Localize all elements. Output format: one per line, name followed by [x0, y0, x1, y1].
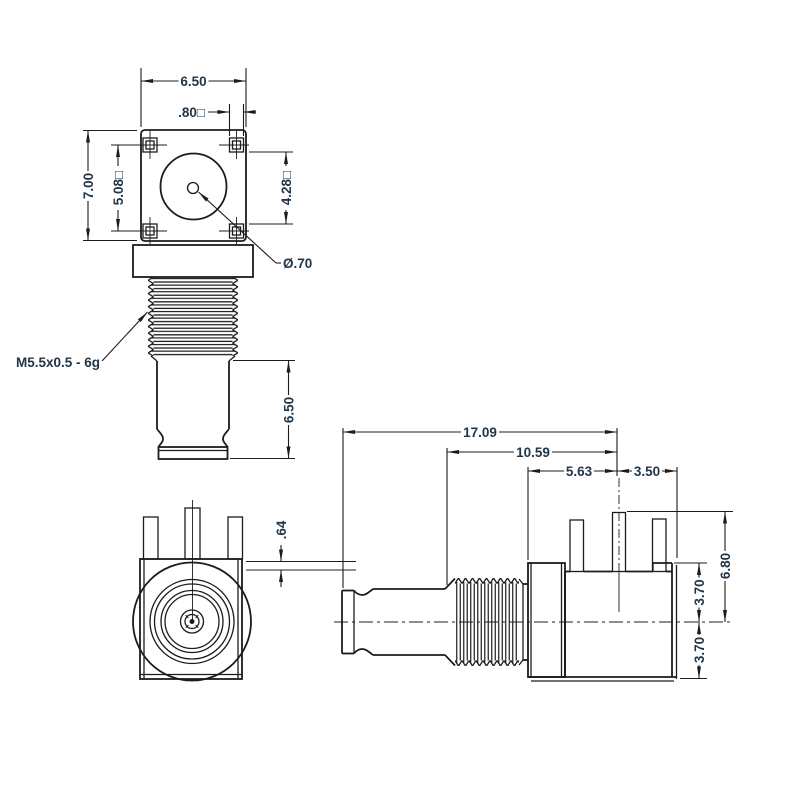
dim-center-to-bottom: 3.70 [680, 622, 707, 680]
dim-label-pin-height: 6.80 [718, 553, 733, 579]
dim-label-center-pin-dia: Ø.70 [283, 256, 312, 271]
bottom-view: .64 [132, 500, 356, 682]
dim-body-front: 5.63 [527, 464, 617, 560]
body-circle [159, 152, 228, 221]
dim-body-height: 7.00 [81, 129, 137, 242]
pcb-pin-right [227, 516, 244, 560]
groove-left [156, 428, 164, 448]
side-pin-left [569, 519, 585, 573]
square-body [140, 129, 247, 242]
dim-label-thread-callout: M5.5x0.5 - 6g [16, 355, 100, 370]
body-block [528, 562, 678, 682]
leader-thread-callout: M5.5x0.5 - 6g [16, 311, 148, 370]
dim-tab-thickness: .64 [246, 520, 356, 587]
bottom-view-body [132, 500, 252, 682]
dim-label-pin-gap: 4.28□ [279, 171, 294, 205]
dim-label-body-height: 7.00 [81, 173, 96, 199]
dim-label-pin-square: .80□ [178, 105, 205, 120]
neck-bottom [353, 648, 374, 656]
dim-label-overall-length: 17.09 [463, 425, 497, 440]
dim-barrel-length: 6.50 [230, 359, 296, 460]
dim-overall-length: 17.09 [342, 425, 618, 588]
dim-pin-height: 6.80 [627, 510, 733, 622]
pcb-pin-left [142, 516, 159, 560]
dim-label-barrel-to-pin: 10.59 [516, 445, 550, 460]
dim-label-body-width: 6.50 [180, 74, 206, 89]
dim-label-tab-thickness: .64 [274, 520, 289, 539]
dim-label-body-front: 5.63 [566, 464, 593, 479]
dim-label-body-back: 3.50 [634, 464, 660, 479]
dim-barrel-to-pin: 10.59 [446, 445, 617, 585]
side-view-body [341, 478, 678, 682]
neck-top [353, 588, 374, 596]
concentric-circles [132, 561, 252, 682]
thread-section [148, 277, 238, 356]
side-view: 17.09 10.59 5.63 3.50 6.80 [334, 425, 734, 682]
dim-body-width: 6.50 [140, 68, 247, 127]
dim-pin-gap: 4.28□ [249, 151, 294, 225]
dim-label-pin-pitch: 5.08□ [111, 171, 126, 205]
thread-section-side [455, 578, 519, 666]
mount-plate [139, 558, 243, 680]
groove-right [222, 428, 230, 448]
center-pin-circle [186, 181, 200, 195]
leader-center-pin-dia: Ø.70 [198, 191, 312, 271]
flange [132, 244, 254, 278]
dim-label-center-to-bottom: 3.70 [692, 637, 707, 663]
dim-center-to-top: 3.70 [674, 562, 707, 622]
flange-side [527, 562, 566, 678]
corner-pins [137, 131, 249, 244]
side-pin-right [651, 518, 667, 573]
dim-body-back: 3.50 [617, 464, 678, 558]
front-view: 6.50 .80□ 7.00 5.08□ [16, 68, 312, 460]
dim-label-barrel-length: 6.50 [281, 397, 296, 423]
barrel-cap [157, 446, 229, 460]
front-view-body-outline [132, 129, 254, 460]
dim-pin-pitch: 5.08□ [111, 144, 140, 232]
dim-label-center-to-top: 3.70 [692, 579, 707, 605]
dim-pin-square: .80□ [178, 104, 256, 136]
